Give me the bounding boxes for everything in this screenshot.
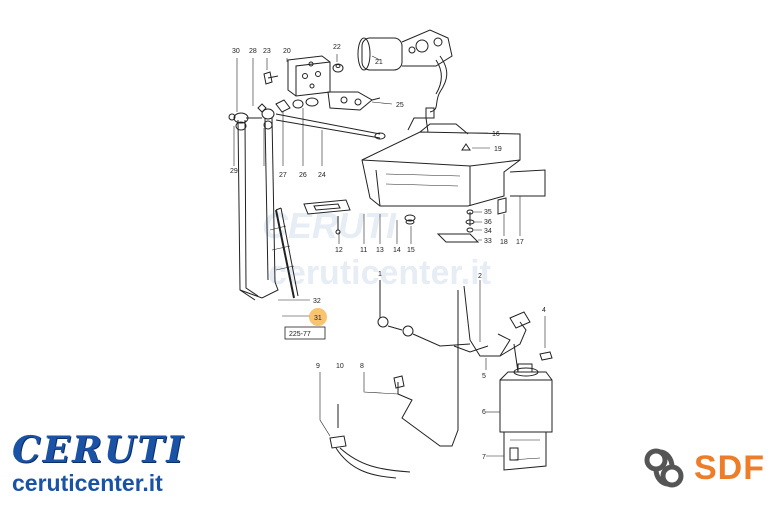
- callout-8: 8: [360, 363, 364, 370]
- motor-bracket: [287, 55, 331, 97]
- callout-18: 18: [500, 239, 508, 246]
- callout-15: 15: [407, 247, 415, 254]
- screw-part: [461, 143, 471, 151]
- callout-5: 5: [482, 373, 486, 380]
- callout-13: 13: [376, 247, 384, 254]
- bracket-screws: [436, 209, 480, 243]
- callout-25: 25: [396, 102, 404, 109]
- callout-19: 19: [494, 146, 502, 153]
- reference-code-text: 225-77: [289, 331, 311, 338]
- callout-29: 29: [230, 168, 238, 175]
- callout-24: 24: [318, 172, 326, 179]
- washers: [404, 214, 416, 225]
- washer-reservoir: [499, 363, 553, 471]
- callout-2: 2: [478, 273, 482, 280]
- switch-part: [497, 197, 507, 215]
- washer-assembly: [377, 280, 553, 373]
- callout-17: 17: [516, 239, 524, 246]
- wiper-motor: [357, 29, 453, 119]
- ceruti-brand: CERUTI ceruticenter.it: [12, 432, 185, 496]
- callout-32: 32: [313, 298, 321, 305]
- ceruti-logo-name: CERUTI: [12, 429, 186, 471]
- callout-26: 26: [299, 172, 307, 179]
- callout-7: 7: [482, 454, 486, 461]
- callout-14: 14: [393, 247, 401, 254]
- wiper-arm-assembly: [228, 103, 299, 301]
- callout-35: 35: [484, 209, 492, 216]
- callout-28: 28: [249, 48, 257, 55]
- leader-lines: [233, 54, 546, 457]
- sdf-logo-text: SDF: [694, 448, 765, 487]
- mounting-plate: [303, 199, 351, 235]
- sdf-logo-icon: [644, 448, 684, 488]
- callout-16: 16: [492, 131, 500, 138]
- washer-tubing: [329, 290, 459, 479]
- callout-34: 34: [484, 228, 492, 235]
- callout-36: 36: [484, 219, 492, 226]
- callout-labels: 30 28 23 20 22 21 25 16 19 29 32 27 26 2…: [230, 44, 546, 461]
- reference-code: 225-77: [284, 326, 326, 340]
- callout-27: 27: [279, 172, 287, 179]
- callout-31-highlight: [309, 308, 327, 326]
- dashboard-housing: [361, 117, 546, 207]
- callout-30: 30: [232, 48, 240, 55]
- sdf-brand: SDF: [640, 444, 765, 492]
- callout-12: 12: [335, 247, 343, 254]
- callout-9: 9: [316, 363, 320, 370]
- callout-22: 22: [333, 44, 341, 51]
- nut-part: [332, 63, 344, 73]
- callout-6: 6: [482, 409, 486, 416]
- callout-31: 31: [314, 315, 322, 322]
- callout-23: 23: [263, 48, 271, 55]
- callout-33: 33: [484, 238, 492, 245]
- callout-10: 10: [336, 363, 344, 370]
- clip-part: [263, 71, 279, 85]
- ceruti-logo-site: ceruticenter.it: [12, 470, 163, 496]
- callout-21: 21: [375, 59, 383, 66]
- callout-1: 1: [378, 271, 382, 278]
- watermark-text: ceruticenter.it: [268, 254, 491, 292]
- callout-20: 20: [283, 48, 291, 55]
- connecting-rod: [275, 113, 386, 140]
- callout-11: 11: [360, 247, 367, 254]
- callout-4: 4: [542, 307, 546, 314]
- linkage-parts: [275, 91, 381, 113]
